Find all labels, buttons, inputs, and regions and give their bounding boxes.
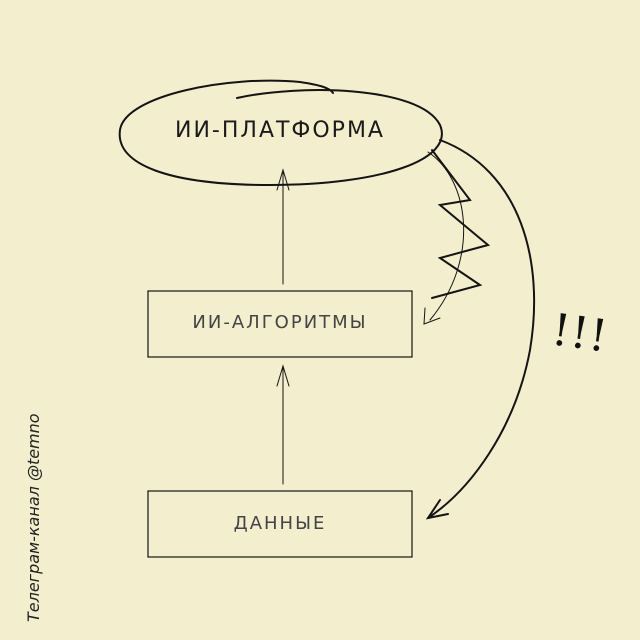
exclamation-marks: !!! — [548, 304, 612, 363]
arrow-data-to-algorithms — [276, 364, 290, 485]
data-box — [147, 490, 413, 558]
arrow-algorithms-to-platform — [276, 168, 290, 285]
algorithms-box — [147, 290, 413, 358]
platform-label: ИИ-ПЛАТФОРМА — [175, 118, 385, 143]
curved-arrow-platform-to-data — [425, 139, 536, 520]
telegram-credit: Телеграм-канал @temno — [24, 413, 43, 622]
data-label: ДАННЫЕ — [233, 513, 327, 534]
zigzag-arrow-platform-to-algorithms — [423, 149, 491, 325]
platform-ellipse — [118, 79, 443, 187]
algorithms-label: ИИ-АЛГОРИТМЫ — [192, 312, 368, 333]
